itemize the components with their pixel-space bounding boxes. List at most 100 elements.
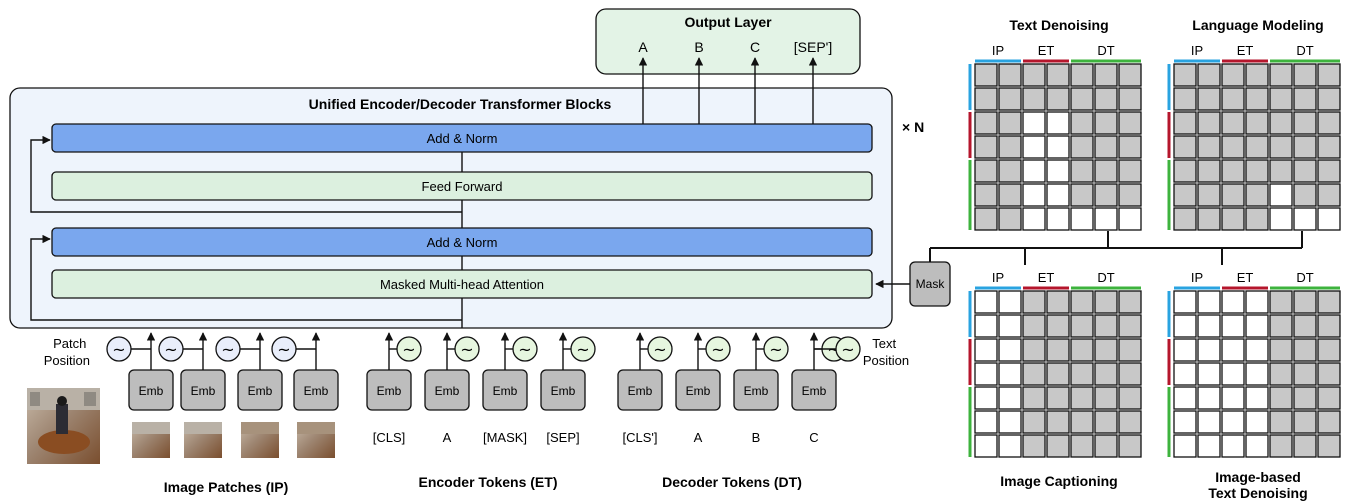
- matrix-cell: [1022, 434, 1046, 458]
- output-token: B: [694, 39, 703, 55]
- emb-box: [293, 369, 339, 411]
- matrix-cell: [998, 207, 1022, 231]
- attention-label: Masked Multi-head Attention: [380, 277, 544, 292]
- matrix-cell: [1197, 362, 1221, 386]
- matrix-cell: [1245, 410, 1269, 434]
- matrix-cell: [1070, 386, 1094, 410]
- matrix-cell: [1094, 183, 1118, 207]
- matrix-cell: [1317, 135, 1341, 159]
- output-layer: Output Layer A B C [SEP']: [595, 8, 861, 75]
- matrix-cell: [974, 386, 998, 410]
- matrix-cell: [1293, 63, 1317, 87]
- repeat-label: × N: [902, 119, 924, 135]
- wave-glyph: ~: [277, 340, 290, 359]
- matrix-cell: [1046, 207, 1070, 231]
- matrix-cell: [1245, 290, 1269, 314]
- matrix-cell: [1173, 135, 1197, 159]
- matrix-cell: [1293, 87, 1317, 111]
- emb-label: Emb: [435, 384, 460, 398]
- matrix-cell: [1197, 87, 1221, 111]
- wave-glyph: ~: [221, 340, 234, 359]
- emb-label: Emb: [493, 384, 518, 398]
- matrix-cell: [974, 63, 998, 87]
- matrix-cell: [1197, 338, 1221, 362]
- matrix-cell: [1094, 434, 1118, 458]
- matrix-cell: [974, 183, 998, 207]
- matrix-cell: [1245, 159, 1269, 183]
- matrix-cell: [1269, 338, 1293, 362]
- matrix-cell: [1094, 159, 1118, 183]
- matrix-cell: [1221, 207, 1245, 231]
- add-norm-block: [51, 227, 873, 257]
- emb-box: [675, 369, 721, 411]
- matrix-cell: [1022, 63, 1046, 87]
- matrix-cell: [1173, 159, 1197, 183]
- segment-label: IP: [1191, 270, 1203, 285]
- transformer-blocks: Unified Encoder/Decoder Transformer Bloc…: [9, 57, 924, 329]
- matrix-cell: [998, 159, 1022, 183]
- decoder-tokens-caption: Decoder Tokens (DT): [662, 474, 802, 490]
- matrix-cell: [1022, 135, 1046, 159]
- matrix-cell: [1293, 386, 1317, 410]
- matrix-cell: [1197, 290, 1221, 314]
- matrix-cell: [1022, 290, 1046, 314]
- matrix-cell: [1221, 135, 1245, 159]
- matrix-cell: [1046, 290, 1070, 314]
- wave-glyph: ~: [576, 340, 589, 359]
- matrix-cell: [1245, 362, 1269, 386]
- matrix-cell: [1022, 159, 1046, 183]
- matrix-cell: [1046, 87, 1070, 111]
- matrix-cell: [1245, 63, 1269, 87]
- decoder-token: [CLS']: [623, 430, 658, 445]
- matrix-cell: [998, 290, 1022, 314]
- matrix-cell: [1269, 362, 1293, 386]
- matrix-cell: [1118, 63, 1142, 87]
- matrix-cell: [1269, 87, 1293, 111]
- matrix-cell: [1245, 386, 1269, 410]
- position-encoding-icon: [106, 336, 132, 362]
- matrix-cell: [1221, 63, 1245, 87]
- matrix-cell: [974, 314, 998, 338]
- emb-label: Emb: [377, 384, 402, 398]
- matrix-cell: [1269, 386, 1293, 410]
- matrix-cell: [1221, 183, 1245, 207]
- matrix-cell: [974, 362, 998, 386]
- decoder-token: A: [694, 430, 703, 445]
- matrix-cell: [1094, 290, 1118, 314]
- matrix-cell: [1197, 434, 1221, 458]
- segment-label: ET: [1237, 43, 1254, 58]
- image-patch: [184, 422, 222, 458]
- matrix-cell: [1070, 207, 1094, 231]
- emb-box: [540, 369, 586, 411]
- matrix-cell: [1173, 290, 1197, 314]
- matrix-cell: [1118, 207, 1142, 231]
- segment-label: ET: [1237, 270, 1254, 285]
- matrix-cell: [1118, 159, 1142, 183]
- matrix-cell: [1173, 338, 1197, 362]
- matrix-cell: [1118, 135, 1142, 159]
- emb-box: [366, 369, 412, 411]
- matrix-cell: [1317, 314, 1341, 338]
- matrix-cell: [998, 314, 1022, 338]
- matrix-cell: [1022, 183, 1046, 207]
- matrix-cell: [1118, 290, 1142, 314]
- wave-glyph: ~: [518, 340, 531, 359]
- matrix-cell: [1221, 362, 1245, 386]
- matrix-cell: [998, 434, 1022, 458]
- matrix-cell: [1070, 63, 1094, 87]
- matrix-cell: [1293, 362, 1317, 386]
- matrix-cell: [1317, 410, 1341, 434]
- emb-label: Emb: [191, 384, 216, 398]
- matrix-cell: [1317, 362, 1341, 386]
- matrix-cell: [1022, 362, 1046, 386]
- matrix-cell: [1293, 207, 1317, 231]
- matrix-cell: [1094, 338, 1118, 362]
- output-layer-title: Output Layer: [684, 14, 772, 30]
- matrix-cell: [1269, 111, 1293, 135]
- matrix-cell: [998, 63, 1022, 87]
- segment-label: IP: [1191, 43, 1203, 58]
- matrix-cell: [1269, 63, 1293, 87]
- matrix-cell: [1197, 63, 1221, 87]
